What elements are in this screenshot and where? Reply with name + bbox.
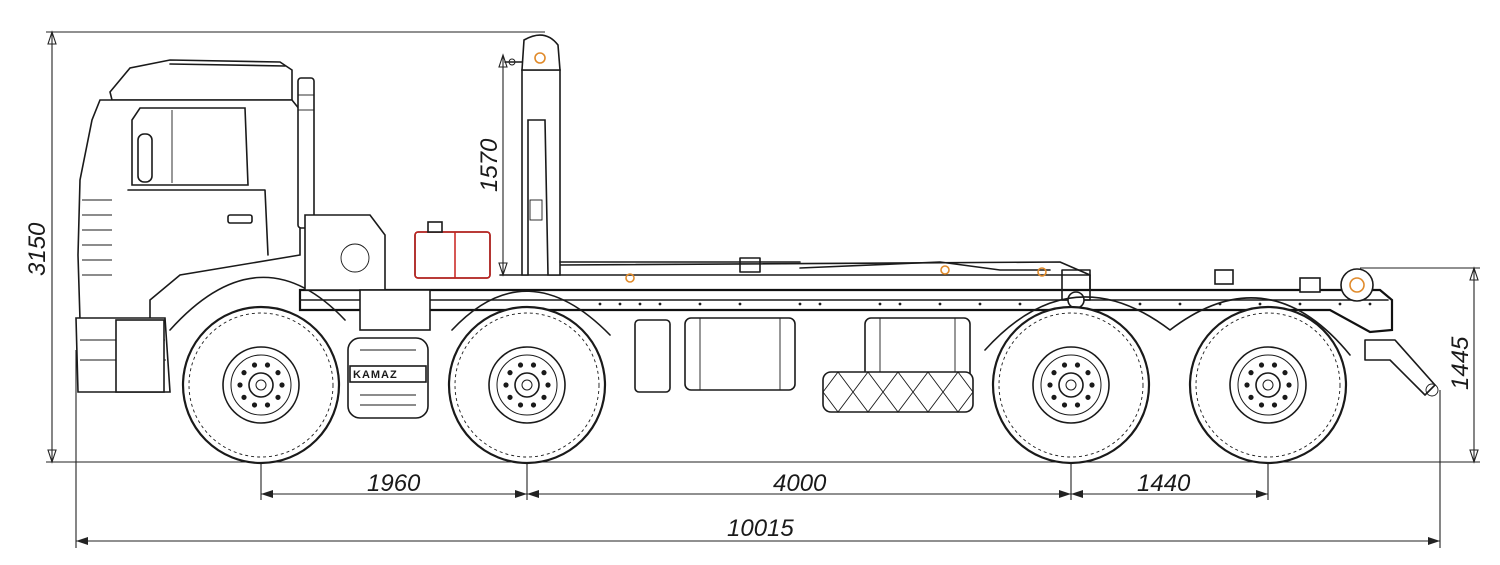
wheel-arches — [451, 290, 1351, 356]
wheelbase-3-4-label: 1440 — [1137, 470, 1191, 497]
hook-lift-arm — [504, 34, 561, 276]
front-wheel-2 — [447, 305, 607, 465]
fuel-tanks — [634, 317, 974, 413]
rear-wheel-4 — [1188, 305, 1348, 465]
hook-height-label: 1570 — [476, 138, 503, 192]
front-wheel-1 — [181, 305, 341, 465]
hydraulic-tank — [414, 221, 491, 279]
engine-bay — [304, 214, 431, 331]
rear-wheel-3 — [991, 305, 1151, 465]
overall-length-label: 10015 — [727, 515, 794, 542]
frame-height-label: 1445 — [1447, 336, 1474, 390]
wheelbase-1-2-label: 1960 — [367, 470, 421, 497]
brand-plate-text: KAMAZ — [353, 369, 398, 381]
overall-height-label: 3150 — [24, 222, 51, 276]
truck-cab — [75, 59, 346, 393]
body-rails — [559, 257, 1091, 309]
wheelbase-2-3-label: 4000 — [773, 470, 827, 497]
wheels — [181, 305, 1348, 465]
rear-roller — [1214, 268, 1374, 302]
mud-flap: KAMAZ — [347, 337, 429, 419]
rear-hitch — [1364, 339, 1439, 397]
frame-rivets — [598, 302, 1372, 306]
